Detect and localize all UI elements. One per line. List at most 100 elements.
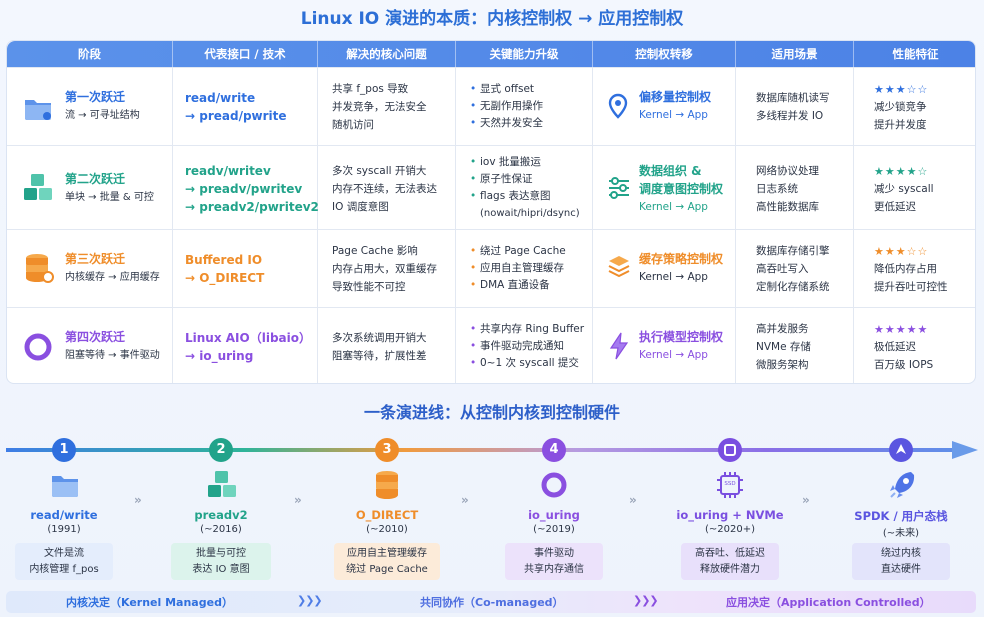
perf-line: 提升并发度 bbox=[874, 119, 927, 131]
api-cell: read/write → pread/pwrite bbox=[173, 68, 318, 145]
control-subtitle: Kernel → App bbox=[639, 109, 708, 121]
problem-line: IO 调度意图 bbox=[332, 201, 389, 213]
capability-item: 0~1 次 syscall 提交 bbox=[470, 355, 584, 372]
table-row: 第一次跃迁 流 → 可寻址结构 read/write → pread/pwrit… bbox=[7, 67, 975, 145]
perf-cell: ★★★★☆ 减少 syscall 更低延迟 bbox=[854, 146, 975, 229]
step-badge: 4 bbox=[549, 442, 559, 457]
phase-cell: 第二次跃迁 单块 → 批量 & 可控 bbox=[7, 146, 173, 229]
page-title: Linux IO 演进的本质：内核控制权 → 应用控制权 bbox=[300, 9, 684, 29]
header-cell: 控制权转移 bbox=[593, 41, 736, 67]
phase-subtitle: 阻塞等待 → 事件驱动 bbox=[65, 350, 160, 361]
perf-cell: ★★★★★ 极低延迟 百万级 IOPS bbox=[854, 308, 975, 383]
table-row: 第四次跃迁 阻塞等待 → 事件驱动 Linux AIO（libaio） → io… bbox=[7, 307, 975, 383]
problem-line: 阻塞等待，扩展性差 bbox=[332, 350, 427, 362]
scene-cell: 数据库存储引擎 高吞吐写入 定制化存储系统 bbox=[736, 230, 854, 307]
step-description: 文件是流 内核管理 f_pos bbox=[15, 543, 113, 580]
problem-cell: 多次 syscall 开销大 内存不连续，无法表达 IO 调度意图 bbox=[318, 146, 456, 229]
step-name: SPDK / 用户态栈 bbox=[854, 509, 948, 523]
control-title: 数据组织 & bbox=[639, 164, 702, 178]
header-cell: 解决的核心问题 bbox=[318, 41, 456, 67]
band-arrows: ❯❯❯ bbox=[297, 594, 323, 607]
control-subtitle: Kernel → App bbox=[639, 271, 708, 283]
step-name: io_uring bbox=[528, 508, 580, 522]
step-year: (~2010) bbox=[366, 524, 408, 535]
step-badge: 1 bbox=[59, 442, 69, 457]
control-band: 内核决定（Kernel Managed） ❯❯❯ 共同协作（Co-managed… bbox=[6, 591, 976, 613]
scene-line: 定制化存储系统 bbox=[756, 281, 830, 293]
api-line: → preadv/pwritev bbox=[185, 182, 303, 196]
scene-line: 网络协议处理 bbox=[756, 165, 819, 177]
rating-stars: ★★★★☆ bbox=[874, 165, 929, 178]
rating-stars: ★★★☆☆ bbox=[874, 83, 929, 96]
scene-cell: 高并发服务 NVMe 存储 微服务架构 bbox=[736, 308, 854, 383]
control-cell: 执行模型控制权 Kernel → App bbox=[593, 308, 736, 383]
capability-item: 天然并发安全 bbox=[470, 115, 543, 132]
perf-line: 减少锁竞争 bbox=[874, 101, 927, 113]
problem-line: 随机访问 bbox=[332, 119, 374, 131]
step-year: (~2016) bbox=[200, 524, 242, 535]
rocket-icon bbox=[890, 472, 915, 498]
scene-line: 高性能数据库 bbox=[756, 201, 819, 213]
chip-icon bbox=[717, 472, 743, 498]
step-badge: 2 bbox=[216, 442, 226, 457]
problem-line: 内存占用大，双重缓存 bbox=[332, 263, 437, 275]
perf-cell: ★★★☆☆ 减少锁竞争 提升并发度 bbox=[854, 68, 975, 145]
sliders-icon bbox=[609, 177, 629, 199]
step-year: (~未来) bbox=[882, 528, 920, 539]
capability-item: iov 批量搬运 bbox=[470, 154, 551, 171]
control-title: 缓存策略控制权 bbox=[639, 252, 724, 266]
scene-line: 数据库存储引擎 bbox=[756, 245, 830, 257]
step-description-line: 直达硬件 bbox=[881, 564, 921, 575]
api-line: Linux AIO（libaio） bbox=[185, 331, 311, 345]
step-year: (~2019) bbox=[533, 524, 575, 535]
phase-subtitle: 内核缓存 → 应用缓存 bbox=[65, 272, 160, 283]
folder-icon bbox=[25, 100, 51, 120]
capability-item: 绕过 Page Cache bbox=[470, 243, 566, 260]
step-description-line: 绕过内核 bbox=[881, 548, 921, 559]
phase-cell: 第四次跃迁 阻塞等待 → 事件驱动 bbox=[7, 308, 173, 383]
control-cell: 数据组织 & 调度意图控制权 Kernel → App bbox=[593, 146, 736, 229]
api-cell: Linux AIO（libaio） → io_uring bbox=[173, 308, 318, 383]
folder-icon bbox=[52, 476, 78, 497]
perf-line: 提升吞吐可控性 bbox=[874, 281, 948, 293]
capability-item: 应用自主管理缓存 bbox=[470, 260, 566, 277]
cubes-icon bbox=[24, 174, 52, 200]
step-name: preadv2 bbox=[194, 508, 248, 522]
chevron-right-icon: » bbox=[802, 493, 810, 507]
control-subtitle: Kernel → App bbox=[639, 349, 708, 361]
api-cell: Buffered IO → O_DIRECT bbox=[173, 230, 318, 307]
phase-title: 第二次跃迁 bbox=[65, 172, 126, 186]
step-description: 批量与可控 表达 IO 意图 bbox=[171, 543, 271, 580]
step-description-line: 文件是流 bbox=[44, 548, 84, 559]
api-cell: readv/writev → preadv/pwritev → preadv2/… bbox=[173, 146, 319, 229]
step-description-line: 批量与可控 bbox=[196, 548, 246, 559]
chevron-right-icon: » bbox=[461, 493, 469, 507]
control-cell: 偏移量控制权 Kernel → App bbox=[593, 68, 736, 145]
phase-title: 第四次跃迁 bbox=[65, 330, 126, 344]
table-row: 第三次跃迁 内核缓存 → 应用缓存 Buffered IO → O_DIRECT… bbox=[7, 229, 975, 307]
perf-cell: ★★★☆☆ 降低内存占用 提升吞吐可控性 bbox=[854, 230, 975, 307]
step-name: io_uring + NVMe bbox=[676, 508, 784, 522]
location-pin-icon bbox=[608, 93, 628, 119]
problem-line: 内存不连续，无法表达 bbox=[332, 183, 437, 195]
control-title: 执行模型控制权 bbox=[639, 330, 724, 344]
header-cell: 适用场景 bbox=[736, 41, 854, 67]
band-arrows: ❯❯❯ bbox=[633, 594, 659, 607]
step-description-line: 释放硬件潜力 bbox=[700, 564, 760, 575]
header-cell: 代表接口 / 技术 bbox=[173, 41, 318, 67]
rating-stars: ★★★★★ bbox=[874, 323, 929, 336]
capability-cell: iov 批量搬运 原子性保证 flags 表达意图 (nowait/hipri/… bbox=[456, 146, 593, 229]
scene-line: 多线程并发 IO bbox=[756, 110, 824, 122]
capability-cell: 绕过 Page Cache 应用自主管理缓存 DMA 直通设备 bbox=[456, 230, 593, 307]
step-year: (~2020+) bbox=[704, 524, 755, 535]
chip-label: SSD bbox=[724, 481, 736, 487]
api-line: → io_uring bbox=[185, 349, 254, 363]
capability-item: 共享内存 Ring Buffer bbox=[470, 321, 584, 338]
step-description-line: 内核管理 f_pos bbox=[29, 564, 99, 575]
step-description-line: 应用自主管理缓存 bbox=[347, 548, 427, 559]
capability-item: flags 表达意图 bbox=[470, 188, 551, 205]
ring-icon bbox=[24, 333, 52, 361]
ring-icon bbox=[541, 472, 567, 498]
band-label: 内核决定（Kernel Managed） bbox=[66, 596, 233, 609]
api-line: read/write bbox=[185, 91, 256, 105]
